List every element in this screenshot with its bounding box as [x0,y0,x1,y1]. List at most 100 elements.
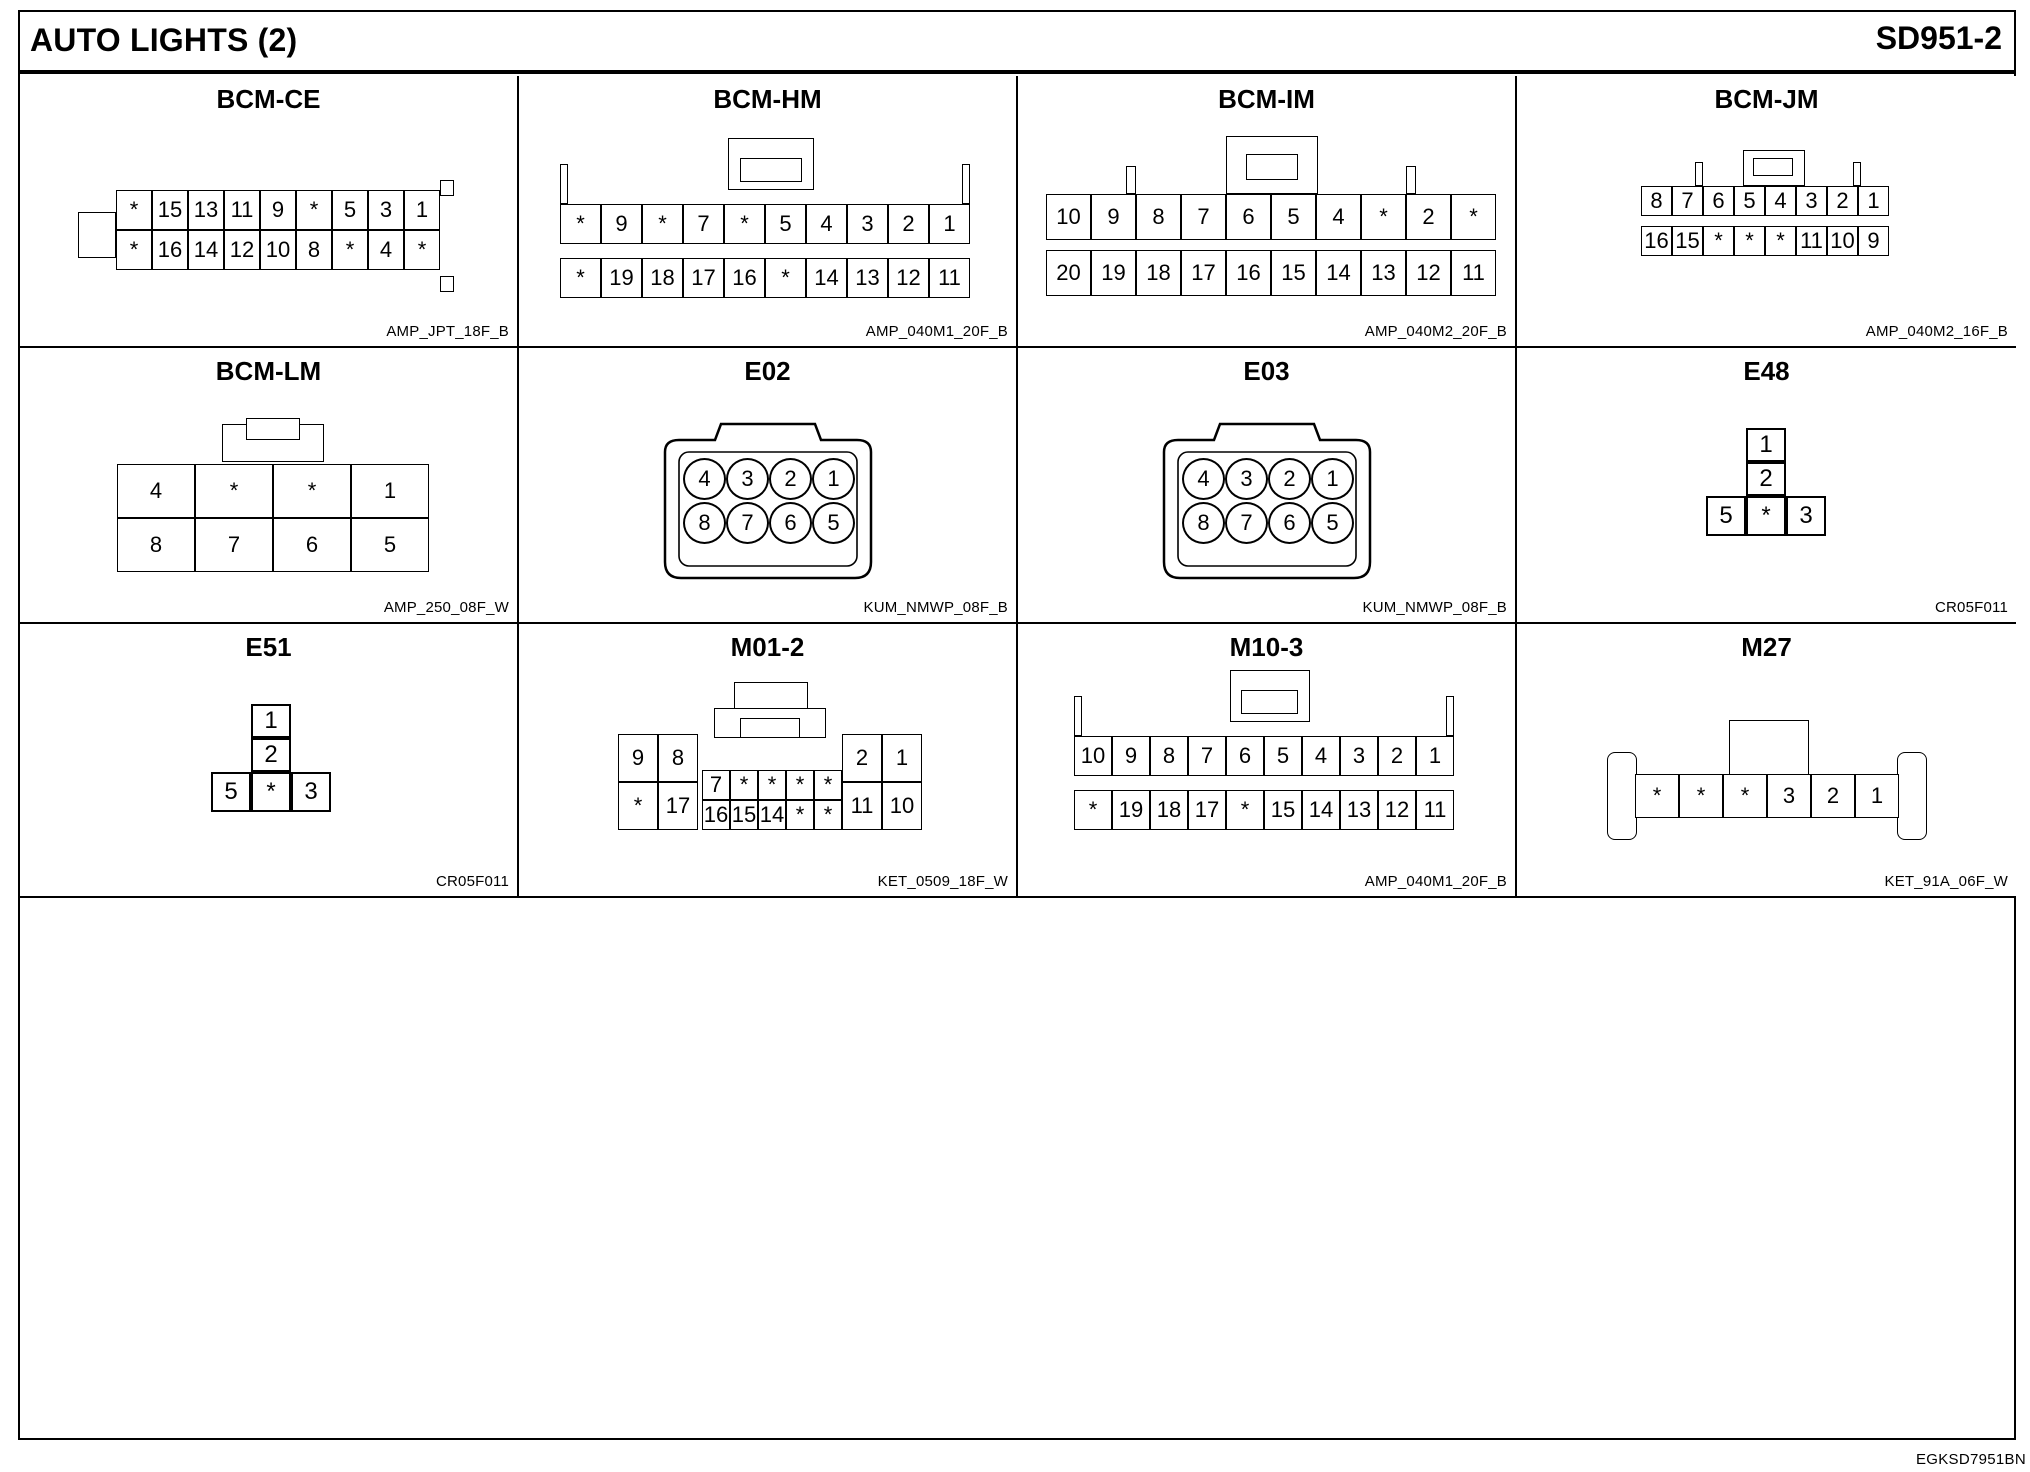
pin-cavity: 18 [1136,250,1181,296]
pin-cavity: * [1635,774,1679,818]
pin-cavity: 5 [1706,496,1746,536]
pin-cavity: 4 [368,230,404,270]
connector-name: BCM-LM [215,356,322,386]
pin-cavity: * [724,204,765,244]
connector-name: M27 [1741,632,1792,662]
pin-cavity: 7 [1225,502,1268,544]
pin-cavity: * [814,770,842,800]
pin-cavity: 14 [1316,250,1361,296]
connector-part-code: CR05F011 [435,873,509,890]
pin-cavity: 17 [1181,250,1226,296]
pin-cavity: 13 [847,258,888,298]
pin-cavity: * [296,190,332,230]
connector-part-code: KUM_NMWP_08F_B [1362,599,1507,616]
pin-cavity: 10 [260,230,296,270]
pin-cavity: 15 [1264,790,1302,830]
pin-cavity: 2 [251,738,291,772]
pin-cavity: 14 [758,800,786,830]
housing-inner-wall [678,451,858,567]
pin-cavity: 1 [812,458,855,500]
pin-cavity: 8 [296,230,332,270]
pin-cavity: 14 [188,230,224,270]
pin-cavity: * [116,190,152,230]
pin-cavity: 19 [601,258,642,298]
pin-cavity: * [786,800,814,830]
pin-cavity: 3 [1767,774,1811,818]
pin-cavity: 12 [1378,790,1416,830]
pin-cavity: 15 [730,800,758,830]
pin-cavity: 18 [1150,790,1188,830]
pin-cavity: 1 [251,704,291,738]
locking-tab [1241,690,1299,714]
pin-cavity: 5 [1264,736,1302,776]
connector-name: M10-3 [1229,632,1304,662]
pin-cavity: 3 [291,772,331,812]
pin-cavity: 6 [1703,186,1734,216]
pin-cavity: 1 [1746,428,1786,462]
housing-outline [663,422,873,580]
pin-cavity: 15 [152,190,188,230]
locking-tab [740,158,802,182]
housing-outline [1162,422,1372,580]
pin-cavity: 1 [1311,458,1354,500]
connector-name: BCM-CE [216,84,321,114]
pin-cavity: * [618,782,658,830]
mounting-rail [1446,696,1454,736]
pin-cavity: 2 [842,734,882,782]
side-latch [78,212,116,258]
pin-cavity: * [642,204,683,244]
pin-cavity: 1 [1416,736,1454,776]
pin-cavity: 12 [888,258,929,298]
pin-cavity: 1 [404,190,440,230]
pin-cavity: * [1451,194,1496,240]
pin-cavity: 14 [806,258,847,298]
pin-cavity: 17 [683,258,724,298]
pin-cavity: 4 [806,204,847,244]
pin-cavity: * [560,258,601,298]
pin-cavity: * [116,230,152,270]
pin-cavity: 4 [1316,194,1361,240]
pin-cavity: * [1703,226,1734,256]
pin-cavity: 18 [642,258,683,298]
locking-tab [440,276,454,292]
pin-cavity: 9 [1091,194,1136,240]
pin-cavity: 13 [1340,790,1378,830]
housing-inner-wall [1177,451,1357,567]
pin-cavity: 5 [1271,194,1316,240]
mounting-rail [1695,162,1703,186]
pin-cavity: * [1074,790,1112,830]
pin-cavity: 3 [368,190,404,230]
pin-cavity: 16 [152,230,188,270]
pin-cavity: 2 [1406,194,1451,240]
pin-cavity: 3 [1796,186,1827,216]
pin-cavity: 8 [1136,194,1181,240]
connector-part-code: AMP_040M1_20F_B [1364,873,1507,890]
connector-part-code: KET_0509_18F_W [877,873,1008,890]
page-title: AUTO LIGHTS (2) [30,22,298,58]
connector-part-code: AMP_040M1_20F_B [865,323,1008,340]
pin-cavity: 17 [658,782,698,830]
pin-cavity: 4 [1765,186,1796,216]
pin-cavity: 6 [1268,502,1311,544]
pin-cavity: * [1361,194,1406,240]
pin-cavity: 4 [1302,736,1340,776]
connector-part-code: CR05F011 [1934,599,2008,616]
pin-cavity: 6 [769,502,812,544]
pin-cavity: 6 [273,518,351,572]
pin-cavity: 8 [1182,502,1225,544]
pin-cavity: 7 [702,770,730,800]
